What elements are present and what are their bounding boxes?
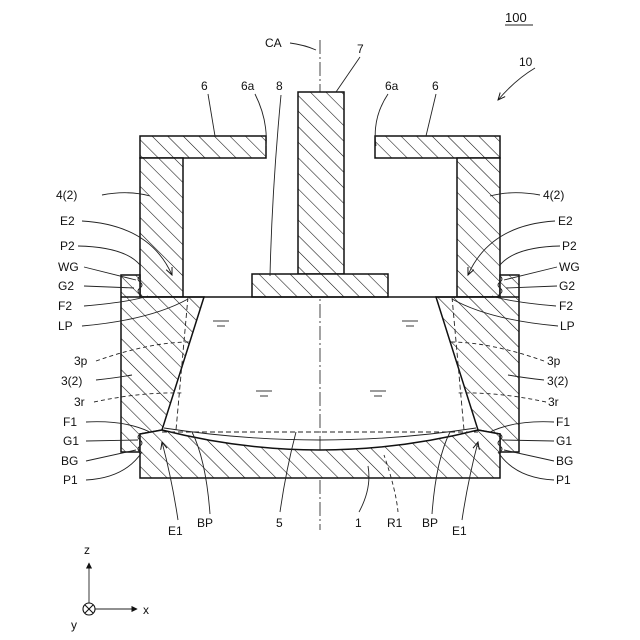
lead-7 (336, 57, 360, 92)
label-6-right: 6 (432, 79, 439, 93)
label-3-right: 3(2) (547, 374, 568, 388)
shaft-7 (298, 92, 344, 274)
side-wall-right (457, 158, 500, 297)
container-wall-left (121, 275, 204, 452)
label-3p-left: 3p (74, 354, 88, 368)
lead-bg-right (504, 450, 554, 461)
label-wg-left: WG (58, 260, 79, 274)
label-e1-right: E1 (452, 524, 467, 538)
label-3r-left: 3r (74, 395, 85, 409)
lead-p1-right (498, 452, 554, 480)
label-4-right: 4(2) (543, 188, 564, 202)
lead-ca (290, 43, 316, 50)
label-bg-right: BG (556, 454, 573, 468)
container-wall-right (436, 275, 519, 452)
lead-8 (270, 95, 281, 276)
label-f1-right: F1 (556, 415, 570, 429)
label-f1-left: F1 (63, 415, 77, 429)
label-p2-right: P2 (562, 239, 577, 253)
label-device-number: 100 (505, 10, 527, 25)
label-6-left: 6 (201, 79, 208, 93)
label-g1-left: G1 (63, 434, 79, 448)
label-7: 7 (357, 42, 364, 56)
lead-p1-left (86, 452, 142, 480)
label-5: 5 (276, 516, 283, 530)
label-bp-right: BP (422, 516, 438, 530)
label-lp-right: LP (560, 319, 575, 333)
label-6a-left: 6a (241, 79, 255, 93)
label-8: 8 (276, 79, 283, 93)
label-e2-right: E2 (558, 214, 573, 228)
side-wall-left (140, 158, 183, 297)
lead-wg-left (84, 267, 136, 280)
label-4-left: 4(2) (56, 188, 77, 202)
lead-6-right (426, 94, 436, 136)
label-axis-x: x (143, 603, 149, 617)
label-bp-left: BP (197, 516, 213, 530)
lead-p2-left (78, 246, 140, 265)
label-6a-right: 6a (385, 79, 399, 93)
label-g2-left: G2 (58, 279, 74, 293)
lead-10 (498, 68, 535, 100)
label-bg-left: BG (61, 454, 78, 468)
label-p1-left: P1 (63, 473, 78, 487)
label-3r-right: 3r (548, 395, 559, 409)
label-g2-right: G2 (559, 279, 575, 293)
lead-p2-right (500, 246, 560, 265)
liquid-marks (213, 321, 418, 396)
label-ca: CA (265, 36, 282, 50)
label-1: 1 (355, 516, 362, 530)
label-assembly-number: 10 (519, 55, 533, 69)
label-axis-z: z (84, 543, 90, 557)
label-wg-right: WG (559, 260, 580, 274)
label-3p-right: 3p (547, 354, 561, 368)
label-e1-left: E1 (168, 524, 183, 538)
lead-bg-left (86, 450, 136, 461)
label-p1-right: P1 (556, 473, 571, 487)
flange-left (140, 136, 266, 158)
lead-wg-right (504, 267, 557, 280)
flange-right (375, 136, 500, 158)
label-f2-left: F2 (58, 299, 72, 313)
label-3-left: 3(2) (61, 374, 82, 388)
plate-8 (252, 274, 388, 297)
label-e2-left: E2 (60, 214, 75, 228)
label-f2-right: F2 (559, 299, 573, 313)
label-g1-right: G1 (556, 434, 572, 448)
coordinate-axes: z x y (71, 543, 149, 632)
label-r1: R1 (387, 516, 403, 530)
lead-6-left (208, 94, 215, 136)
label-lp-left: LP (58, 319, 73, 333)
label-p2-left: P2 (60, 239, 75, 253)
label-axis-y: y (71, 618, 77, 632)
